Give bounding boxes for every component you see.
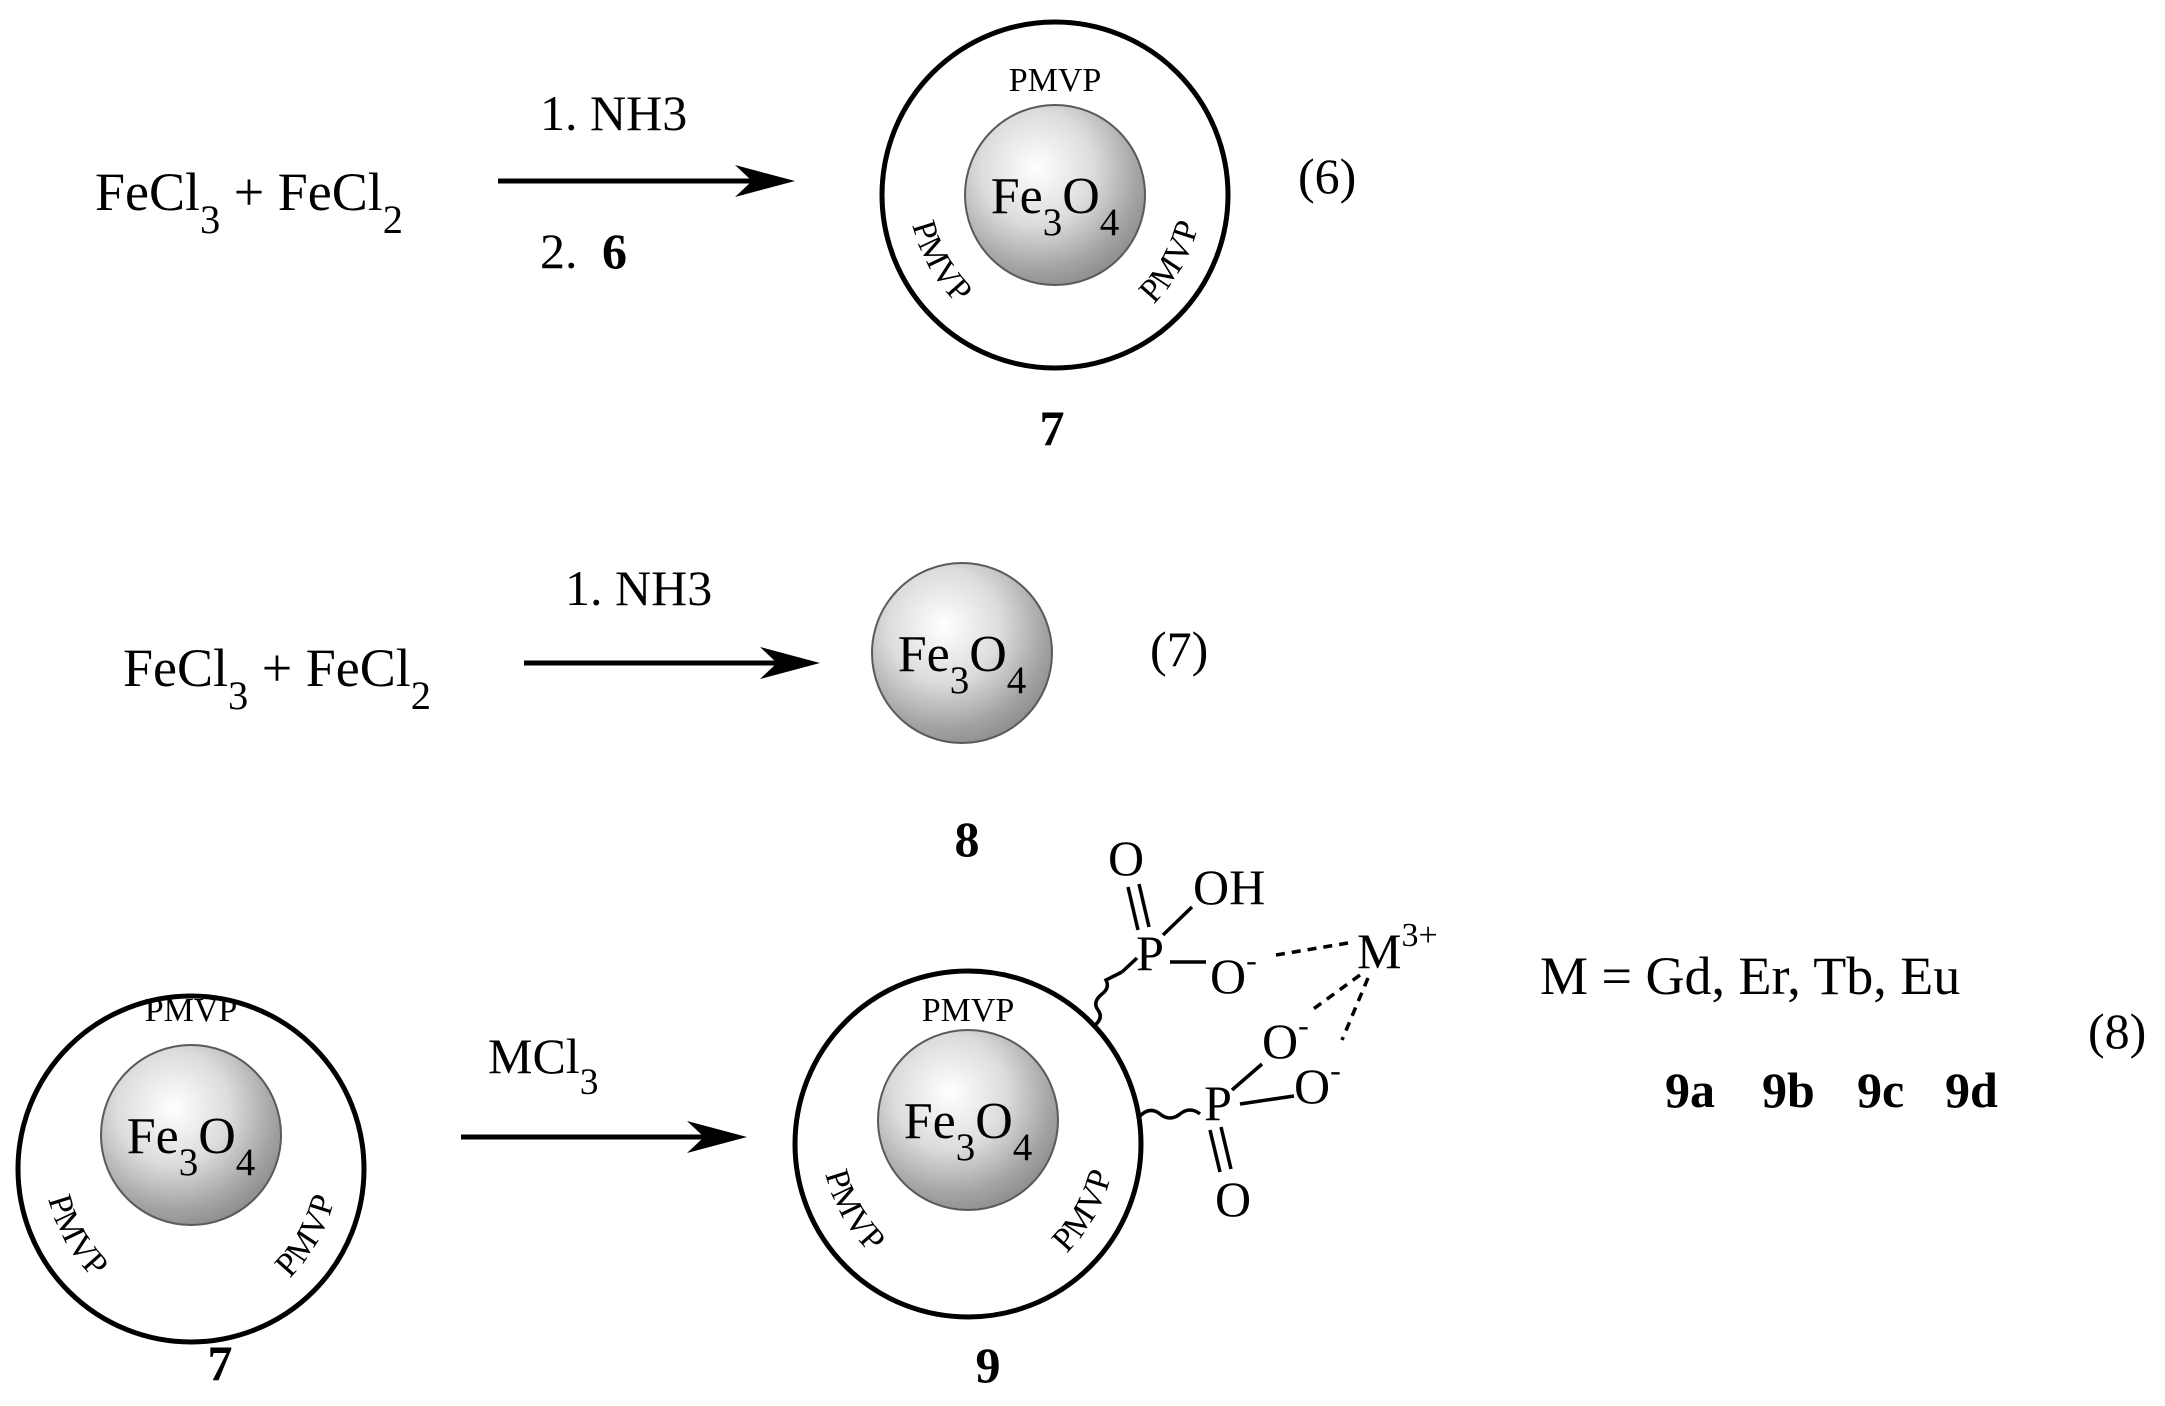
reagent-step1-6: 1. NH3 xyxy=(540,85,687,141)
p2-o-double-b xyxy=(1219,1126,1233,1170)
reaction-6: FeCl3 + FeCl2 1. NH3 2. 6 Fe3O4 PMVP PMV… xyxy=(95,19,1356,456)
reagent-step1-7: 1. NH3 xyxy=(565,560,712,616)
nanoparticle-coated-7-reactant: Fe3O4 PMVP PMVP PMVP xyxy=(15,992,367,1345)
bond-p1-oh xyxy=(1161,905,1194,937)
compound-label-7: 7 xyxy=(1040,400,1065,456)
p1-o-double-b xyxy=(1137,883,1151,928)
shell-ring xyxy=(879,19,1231,371)
variant-9b: 9b xyxy=(1762,1062,1815,1118)
core-label: Fe3O4 xyxy=(127,1108,256,1184)
fe3o4-core-sphere xyxy=(964,104,1146,286)
arrow-7-head xyxy=(760,647,820,679)
anion-o-3: O- xyxy=(1294,1052,1341,1114)
variant-9d: 9d xyxy=(1945,1062,1998,1118)
step2-reagent: 6 xyxy=(602,223,627,279)
fe3o4-core-sphere xyxy=(877,1029,1059,1211)
arrow-8-head xyxy=(687,1121,747,1153)
compound-label-7-reactant: 7 xyxy=(208,1335,233,1391)
metal-ion: M3+ xyxy=(1357,917,1438,979)
anion-o-2: O- xyxy=(1262,1007,1309,1069)
shell-label-top: PMVP xyxy=(922,992,1015,1029)
nanoparticle-coated-7: Fe3O4 PMVP PMVP PMVP xyxy=(879,19,1231,371)
phosphonate-ligands: P O OH O- M3+ P O- xyxy=(1092,830,1438,1227)
coord-bond-2 xyxy=(1310,973,1362,1012)
core-label: Fe3O4 xyxy=(991,168,1120,244)
metal-definition: M = Gd, Er, Tb, Eu xyxy=(1540,946,1960,1006)
reaction-8: Fe3O4 PMVP PMVP PMVP 7 MCl3 Fe3O4 PMVP P… xyxy=(15,830,2146,1393)
arrow-6-head xyxy=(735,165,795,197)
reagent-8: MCl3 xyxy=(488,1028,598,1103)
shell-label-top: PMVP xyxy=(1009,62,1102,99)
bond-p2-o-upper xyxy=(1230,1062,1264,1092)
compound-label-9: 9 xyxy=(976,1337,1001,1393)
p1-o-double-a xyxy=(1126,886,1140,931)
nanoparticle-bare-8: Fe3O4 xyxy=(871,562,1053,744)
core-label: Fe3O4 xyxy=(898,626,1027,702)
variant-9a: 9a xyxy=(1665,1062,1715,1118)
bond-p2-o-right xyxy=(1239,1094,1295,1106)
reaction-7: FeCl3 + FeCl2 1. NH3 Fe3O4 8 (7) xyxy=(123,560,1208,867)
eq-number-6: (6) xyxy=(1298,148,1356,204)
eq-number-8: (8) xyxy=(2088,1003,2146,1059)
eq-number-7: (7) xyxy=(1150,621,1208,677)
coord-bond-1 xyxy=(1275,940,1355,957)
phosphorus-1: P xyxy=(1136,925,1164,981)
variant-9c: 9c xyxy=(1857,1062,1904,1118)
shell-ring xyxy=(15,993,367,1345)
reactants-6: FeCl3 + FeCl2 xyxy=(95,162,403,242)
p2-o-double-a xyxy=(1208,1129,1222,1173)
reagent-step2-6: 2. 6 xyxy=(540,223,627,279)
wavy-linker-2 xyxy=(1138,1108,1202,1120)
variant-labels: 9a 9b 9c 9d xyxy=(1665,1062,1998,1118)
shell-label-top: PMVP xyxy=(145,992,238,1029)
phosphorus-2: P xyxy=(1204,1075,1232,1131)
step2-prefix: 2. xyxy=(540,223,578,279)
oxo-2: O xyxy=(1215,1171,1251,1227)
shell-ring xyxy=(792,968,1144,1320)
wavy-linker-1 xyxy=(1092,970,1123,1028)
oxo-1: O xyxy=(1108,830,1144,886)
bond-c-p1 xyxy=(1120,956,1139,974)
nanoparticle-coated-9: Fe3O4 PMVP PMVP PMVP xyxy=(792,968,1144,1320)
core-label: Fe3O4 xyxy=(904,1093,1033,1169)
fe3o4-core-sphere xyxy=(871,562,1053,744)
coord-bond-3 xyxy=(1340,977,1370,1041)
fe3o4-core-sphere xyxy=(100,1044,282,1226)
anion-o-1: O- xyxy=(1210,942,1257,1004)
hydroxyl-1: OH xyxy=(1193,859,1265,915)
reactants-7: FeCl3 + FeCl2 xyxy=(123,638,431,718)
compound-label-8: 8 xyxy=(955,811,980,867)
